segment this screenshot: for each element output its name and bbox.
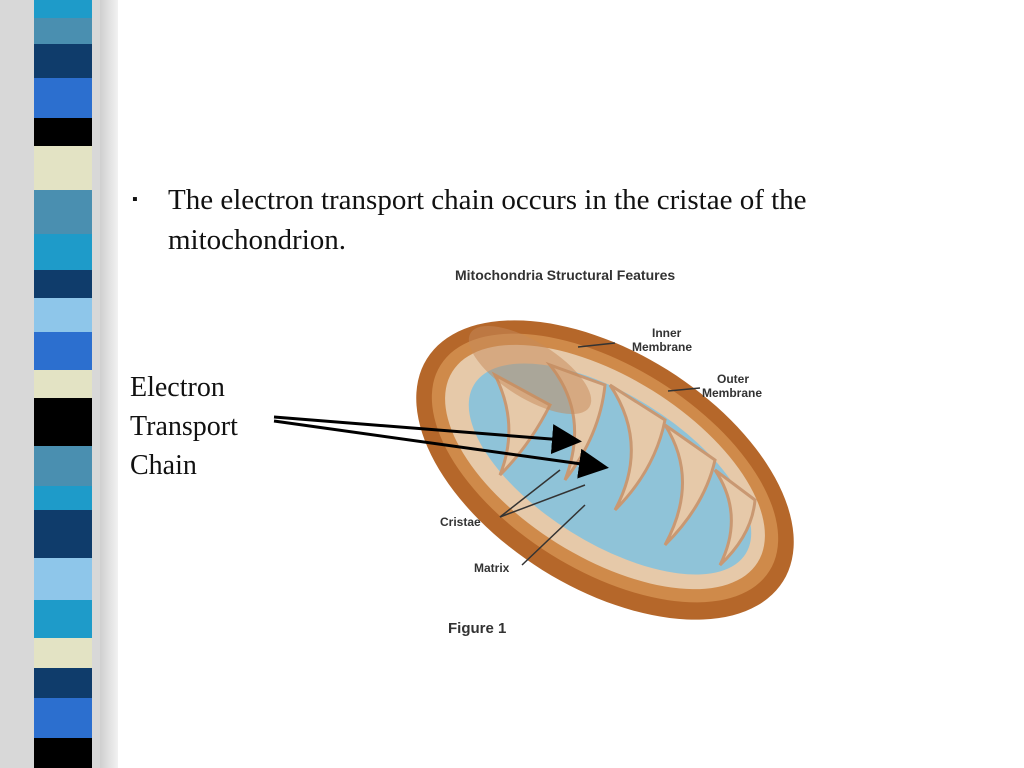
cut-face-shade bbox=[468, 325, 592, 415]
bullet-point: ▪ The electron transport chain occurs in… bbox=[132, 180, 892, 260]
side-label-line-2: Transport bbox=[130, 411, 238, 442]
cristae-leader-1 bbox=[499, 469, 561, 518]
electron-transport-chain-label: Electron Transport Chain bbox=[130, 368, 238, 485]
stripe-pattern bbox=[34, 0, 92, 768]
cristae-leader-2 bbox=[499, 484, 586, 518]
outer-membrane-leader bbox=[667, 387, 701, 392]
label-outer: Outer bbox=[717, 372, 749, 386]
label-inner: Inner bbox=[652, 326, 682, 340]
side-label-line-3: Chain bbox=[130, 450, 197, 481]
arrow-to-cristae-1 bbox=[273, 415, 582, 455]
square-bullet-icon: ▪ bbox=[132, 191, 138, 208]
figure-title: Mitochondria Structural Features bbox=[455, 267, 675, 283]
label-cristae: Cristae bbox=[440, 515, 481, 529]
matrix-leader bbox=[521, 504, 586, 566]
label-outer-membrane: Membrane bbox=[702, 386, 762, 400]
inner-membrane-leader bbox=[577, 342, 616, 348]
arrow-to-cristae-2 bbox=[273, 419, 609, 479]
side-label-line-1: Electron bbox=[130, 372, 225, 403]
bar-shadow bbox=[100, 0, 118, 768]
bullet-text: The electron transport chain occurs in t… bbox=[168, 184, 807, 256]
decorative-stripe-bar bbox=[0, 0, 118, 768]
figure-caption: Figure 1 bbox=[448, 620, 506, 637]
label-matrix: Matrix bbox=[474, 561, 510, 575]
label-inner-membrane: Membrane bbox=[632, 340, 692, 354]
